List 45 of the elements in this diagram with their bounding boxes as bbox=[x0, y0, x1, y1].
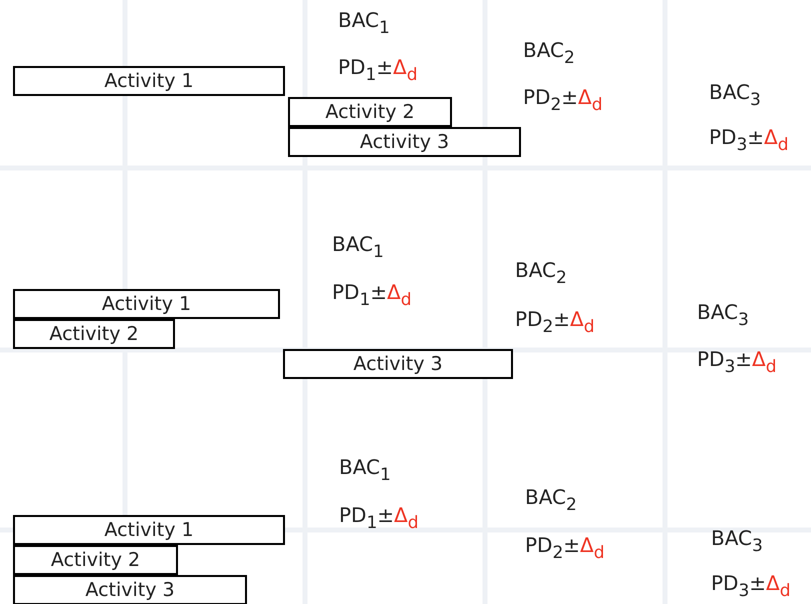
budget-label: BAC$_{2}$ bbox=[525, 485, 577, 509]
budget-label: BAC$_{1}$ bbox=[332, 232, 384, 256]
activity-bar bbox=[13, 289, 280, 319]
duration-label: PD$_{3}$± bbox=[697, 347, 752, 371]
duration-label: PD$_{2}$± bbox=[525, 533, 580, 557]
duration-label: PD$_{1}$± bbox=[332, 280, 388, 304]
activity-label: Activity 2 bbox=[325, 102, 415, 122]
duration-label: PD$_{2}$± bbox=[515, 307, 570, 331]
duration-label: PD$_{3}$± bbox=[711, 571, 766, 595]
activity-label: Activity 3 bbox=[353, 354, 443, 374]
budget-label: BAC$_{3}$ bbox=[697, 300, 749, 324]
tolerance-label: Δ$_{d}$ bbox=[393, 55, 418, 79]
activity-bar bbox=[283, 349, 513, 379]
activity-bar bbox=[13, 515, 285, 545]
tolerance-label: Δ$_{d}$ bbox=[752, 347, 776, 371]
budget-label: BAC$_{1}$ bbox=[339, 455, 391, 479]
activity-bar bbox=[288, 127, 521, 157]
activity-bar bbox=[13, 66, 285, 96]
budget-label: BAC$_{1}$ bbox=[338, 8, 390, 32]
tolerance-label: Δ$_{d}$ bbox=[764, 125, 788, 149]
duration-label: PD$_{2}$± bbox=[523, 85, 578, 109]
budget-label: BAC$_{2}$ bbox=[523, 38, 575, 62]
tolerance-label: Δ$_{d}$ bbox=[570, 307, 594, 331]
budget-label: BAC$_{3}$ bbox=[709, 80, 761, 104]
activity-label: Activity 1 bbox=[104, 72, 194, 90]
activity-label: Activity 1 bbox=[102, 294, 192, 314]
activity-label: Activity 2 bbox=[49, 324, 139, 344]
activity-bar bbox=[13, 545, 178, 575]
tolerance-label: Δ$_{d}$ bbox=[387, 280, 412, 304]
tolerance-label: Δ$_{d}$ bbox=[766, 571, 790, 595]
activity-label: Activity 3 bbox=[360, 132, 450, 152]
duration-label: PD$_{1}$± bbox=[339, 503, 394, 527]
activity-bar bbox=[13, 575, 247, 604]
tolerance-label: Δ$_{d}$ bbox=[578, 85, 602, 109]
activity-label: Activity 3 bbox=[85, 580, 175, 600]
duration-label: PD$_{1}$± bbox=[338, 55, 394, 79]
tolerance-label: Δ$_{d}$ bbox=[394, 503, 418, 527]
budget-label: BAC$_{2}$ bbox=[515, 258, 567, 282]
budget-label: BAC$_{3}$ bbox=[711, 526, 763, 550]
activity-bar bbox=[13, 319, 175, 349]
activity-label: Activity 1 bbox=[104, 520, 194, 540]
tolerance-label: Δ$_{d}$ bbox=[580, 533, 604, 557]
activity-bar bbox=[288, 97, 452, 127]
duration-label: PD$_{3}$± bbox=[709, 125, 764, 149]
activity-label: Activity 2 bbox=[50, 550, 140, 570]
